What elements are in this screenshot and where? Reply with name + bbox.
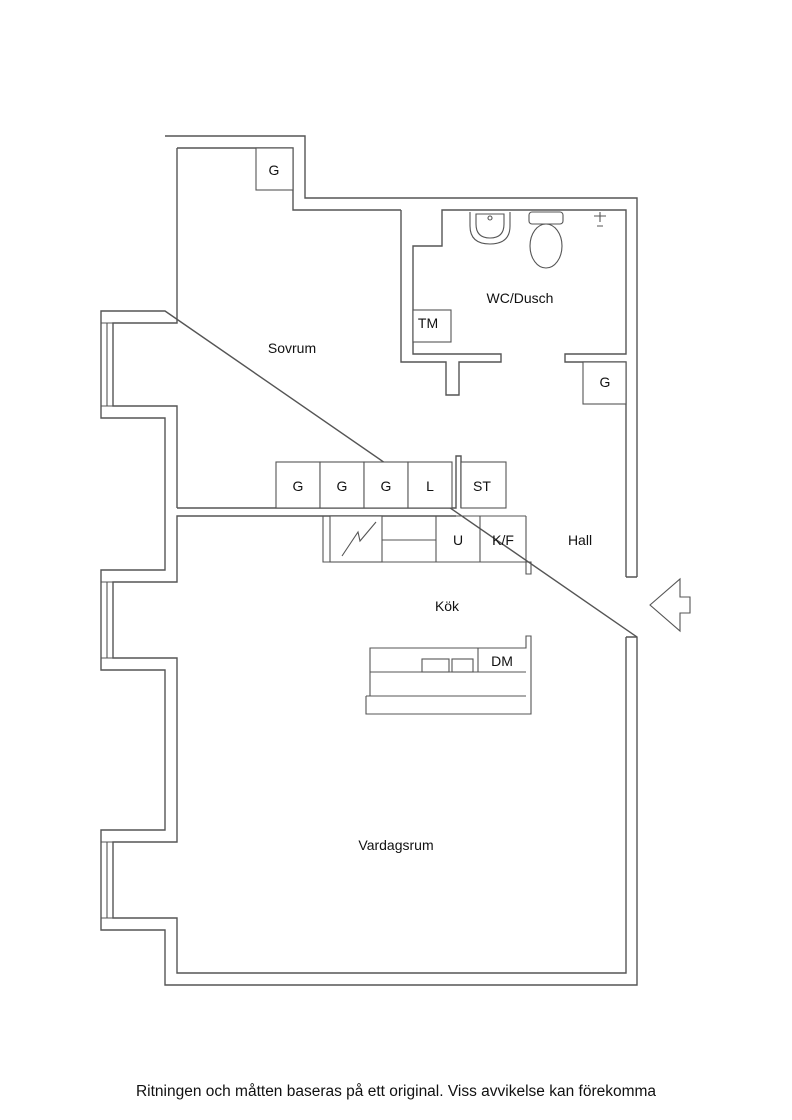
closet-label: G — [293, 478, 304, 494]
entrance-arrow-icon — [649, 577, 691, 633]
oven-label: U — [453, 532, 463, 548]
linen-closet-label: L — [426, 478, 434, 494]
washing-machine-label: TM — [418, 315, 438, 331]
storage-label: ST — [473, 478, 491, 494]
fridge-freezer-label: K/F — [492, 532, 514, 548]
room-label-living: Vardagsrum — [358, 837, 433, 853]
room-label-hall: Hall — [568, 532, 592, 548]
room-label-bedroom: Sovrum — [268, 340, 316, 356]
closet-label: G — [381, 478, 392, 494]
dishwasher-label: DM — [491, 653, 513, 669]
bathroom-fixtures — [412, 211, 606, 343]
closet-label: G — [269, 162, 280, 178]
kitchen-island — [365, 635, 532, 715]
washing-machine-box — [412, 309, 452, 343]
kitchen-counter — [322, 515, 532, 575]
closet-label: G — [337, 478, 348, 494]
windows — [101, 322, 113, 919]
closets — [255, 147, 627, 509]
sink-icon — [469, 212, 511, 245]
room-label-kitchen: Kök — [435, 598, 460, 614]
disclaimer-text: Ritningen och måtten baseras på ett orig… — [135, 1083, 657, 1100]
room-label-bathroom: WC/Dusch — [487, 290, 554, 306]
shower-icon — [594, 212, 606, 227]
toilet-icon — [528, 211, 564, 269]
closet-label: G — [600, 374, 611, 390]
